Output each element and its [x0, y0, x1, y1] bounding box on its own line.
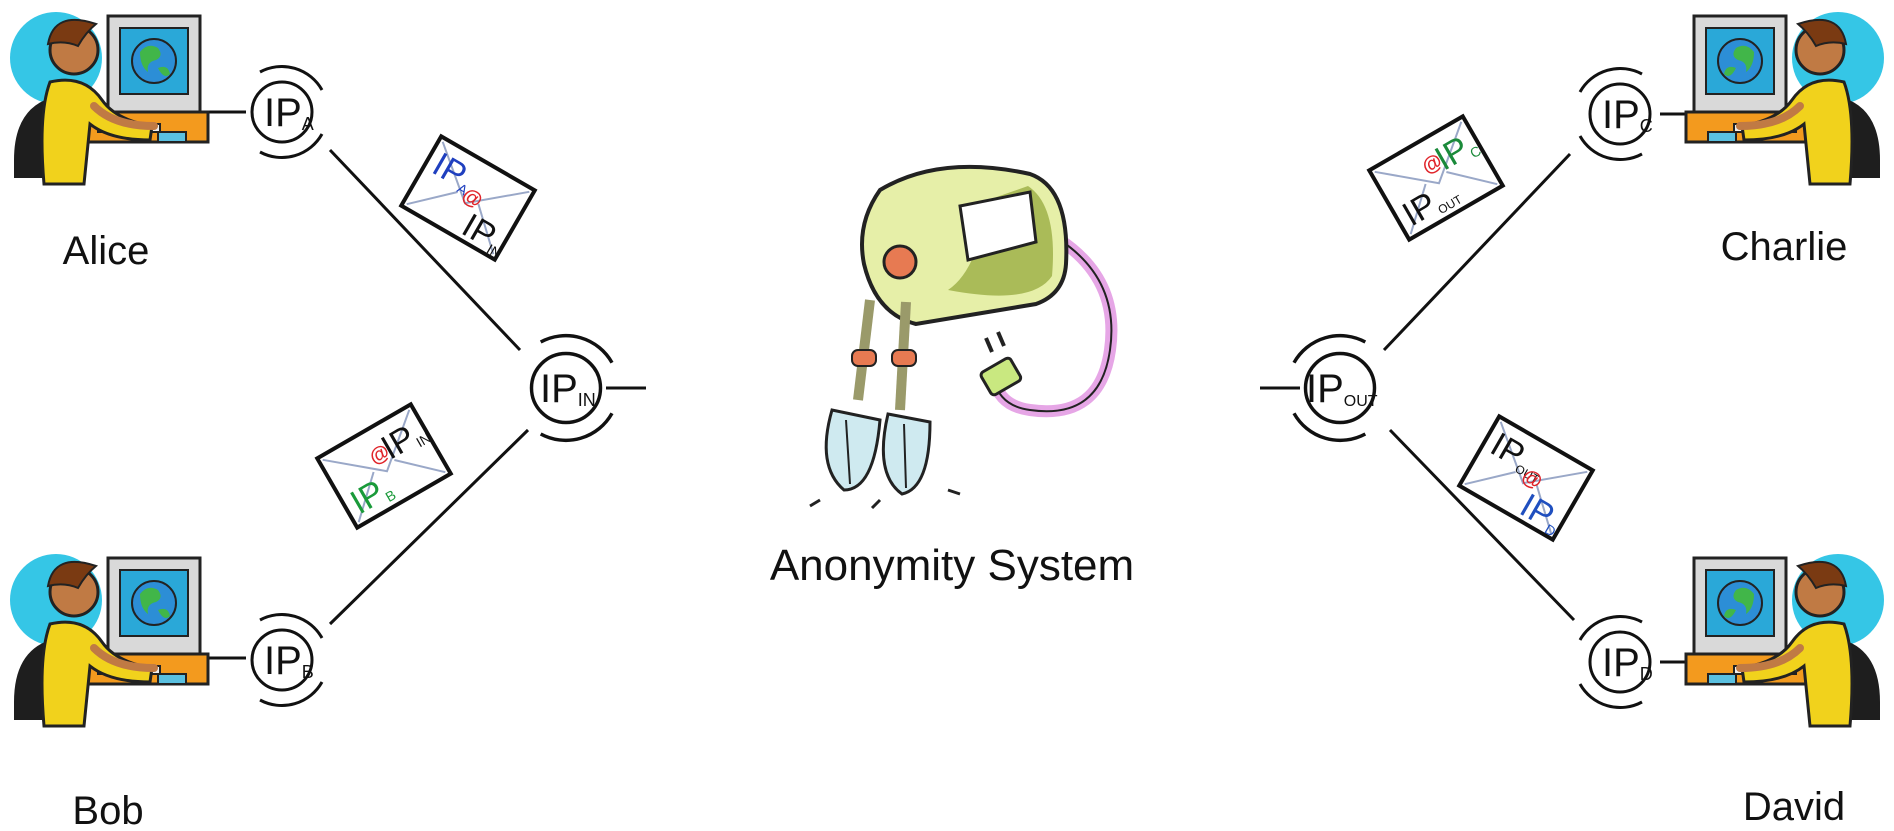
svg-text:IPA: IPA	[264, 91, 314, 135]
user-avatar-icon	[1686, 554, 1884, 726]
envelope-bob-to-in: IPB @ IPIN	[315, 402, 453, 530]
line-bob-to-in	[328, 428, 530, 626]
ip-subscript: IN	[578, 390, 596, 410]
user-david: David	[1686, 554, 1884, 829]
ip-label: IP	[1306, 367, 1344, 411]
ip-node-charlie-label: IPC	[1602, 93, 1653, 137]
hand-mixer-icon	[809, 164, 1118, 510]
user-avatar-icon	[10, 554, 208, 726]
ip-label: IP	[264, 91, 302, 135]
user-alice: Alice	[10, 12, 208, 273]
user-avatar-icon	[1686, 12, 1884, 184]
connection-lines	[204, 110, 1704, 664]
svg-text:IPB: IPB	[264, 639, 314, 683]
user-name: David	[1743, 785, 1845, 829]
ip-node-david-label: IPD	[1602, 641, 1653, 685]
ip-label: IP	[1602, 641, 1640, 685]
line-out-to-david	[1388, 428, 1576, 622]
ip-subscript: C	[1640, 116, 1653, 136]
anonymity-system: Anonymity System	[770, 164, 1134, 590]
ip-subscript: OUT	[1344, 393, 1378, 410]
ip-node-in: IPIN	[529, 333, 614, 443]
envelope-to-sub: IN	[413, 429, 433, 450]
ip-subscript: B	[302, 662, 314, 682]
ip-node-out-label: IPOUT	[1306, 367, 1378, 411]
user-avatar-icon	[10, 12, 208, 184]
user-bob: Bob	[10, 554, 208, 831]
ip-label: IP	[540, 367, 578, 411]
ip-subscript: A	[302, 114, 314, 134]
user-name: Bob	[72, 789, 143, 831]
line-out-to-charlie	[1382, 152, 1572, 352]
envelope-out-to-charlie: IPOUT @ IPC	[1367, 114, 1505, 242]
ip-label: IP	[264, 639, 302, 683]
svg-text:IPIN: IPIN	[540, 367, 596, 411]
system-label: Anonymity System	[770, 541, 1134, 590]
user-name: Charlie	[1721, 225, 1848, 269]
ip-subscript: D	[1640, 664, 1653, 684]
line-alice-to-in	[328, 148, 522, 352]
user-charlie: Charlie	[1686, 12, 1884, 269]
envelope-out-to-david: IPOUT @ IPD	[1457, 414, 1595, 542]
ip-node-alice: IPA	[250, 64, 324, 160]
ip-label: IP	[1602, 93, 1640, 137]
ip-node-bob: IPB	[250, 612, 324, 708]
user-name: Alice	[63, 229, 150, 273]
envelope-to-sub: IN	[484, 241, 504, 262]
